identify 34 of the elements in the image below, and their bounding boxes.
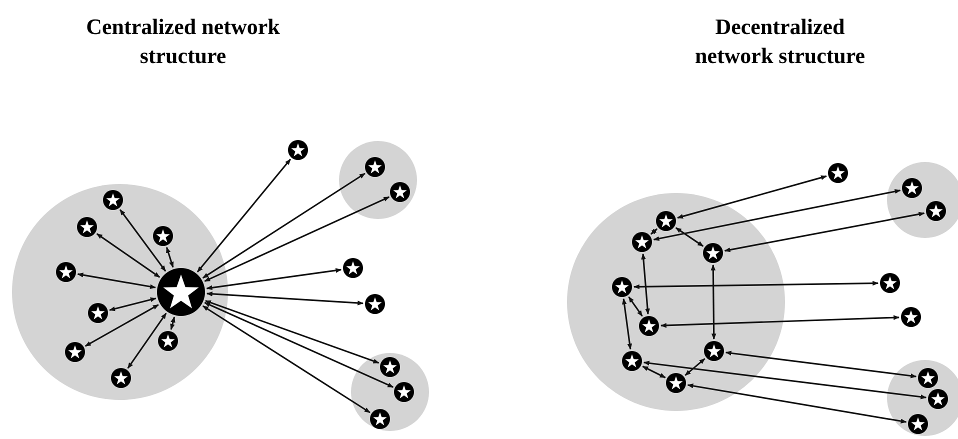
double-arrow bbox=[84, 304, 159, 347]
double-arrow bbox=[724, 212, 925, 252]
double-arrow bbox=[633, 280, 879, 290]
double-arrow bbox=[650, 228, 658, 235]
double-arrow bbox=[677, 175, 827, 219]
double-arrow bbox=[202, 172, 366, 279]
double-arrow bbox=[166, 246, 174, 268]
double-arrow bbox=[684, 358, 706, 376]
double-arrow bbox=[675, 227, 704, 247]
double-arrow bbox=[206, 292, 364, 306]
double-arrow bbox=[204, 300, 380, 364]
double-arrow bbox=[206, 268, 342, 290]
double-arrow bbox=[660, 315, 900, 328]
double-arrow bbox=[641, 253, 650, 315]
panel-heading: Centralized network structure bbox=[85, 13, 281, 70]
double-arrow bbox=[622, 298, 632, 350]
panel-heading: Decentralized network structure bbox=[694, 13, 866, 70]
double-arrow bbox=[127, 312, 167, 369]
double-arrow bbox=[725, 350, 917, 378]
double-arrow bbox=[119, 209, 166, 272]
double-arrow bbox=[204, 196, 390, 282]
double-arrow bbox=[710, 264, 716, 340]
double-arrow bbox=[96, 233, 160, 278]
double-arrow bbox=[109, 297, 156, 312]
double-arrow bbox=[687, 384, 907, 424]
double-arrow bbox=[170, 316, 176, 330]
double-arrow bbox=[628, 296, 643, 317]
double-arrow bbox=[642, 366, 666, 378]
double-arrow bbox=[202, 305, 370, 414]
double-arrow bbox=[653, 189, 901, 241]
double-arrow bbox=[77, 272, 156, 289]
double-arrow bbox=[196, 158, 292, 272]
double-arrow bbox=[204, 302, 394, 388]
double-arrow bbox=[643, 360, 927, 400]
